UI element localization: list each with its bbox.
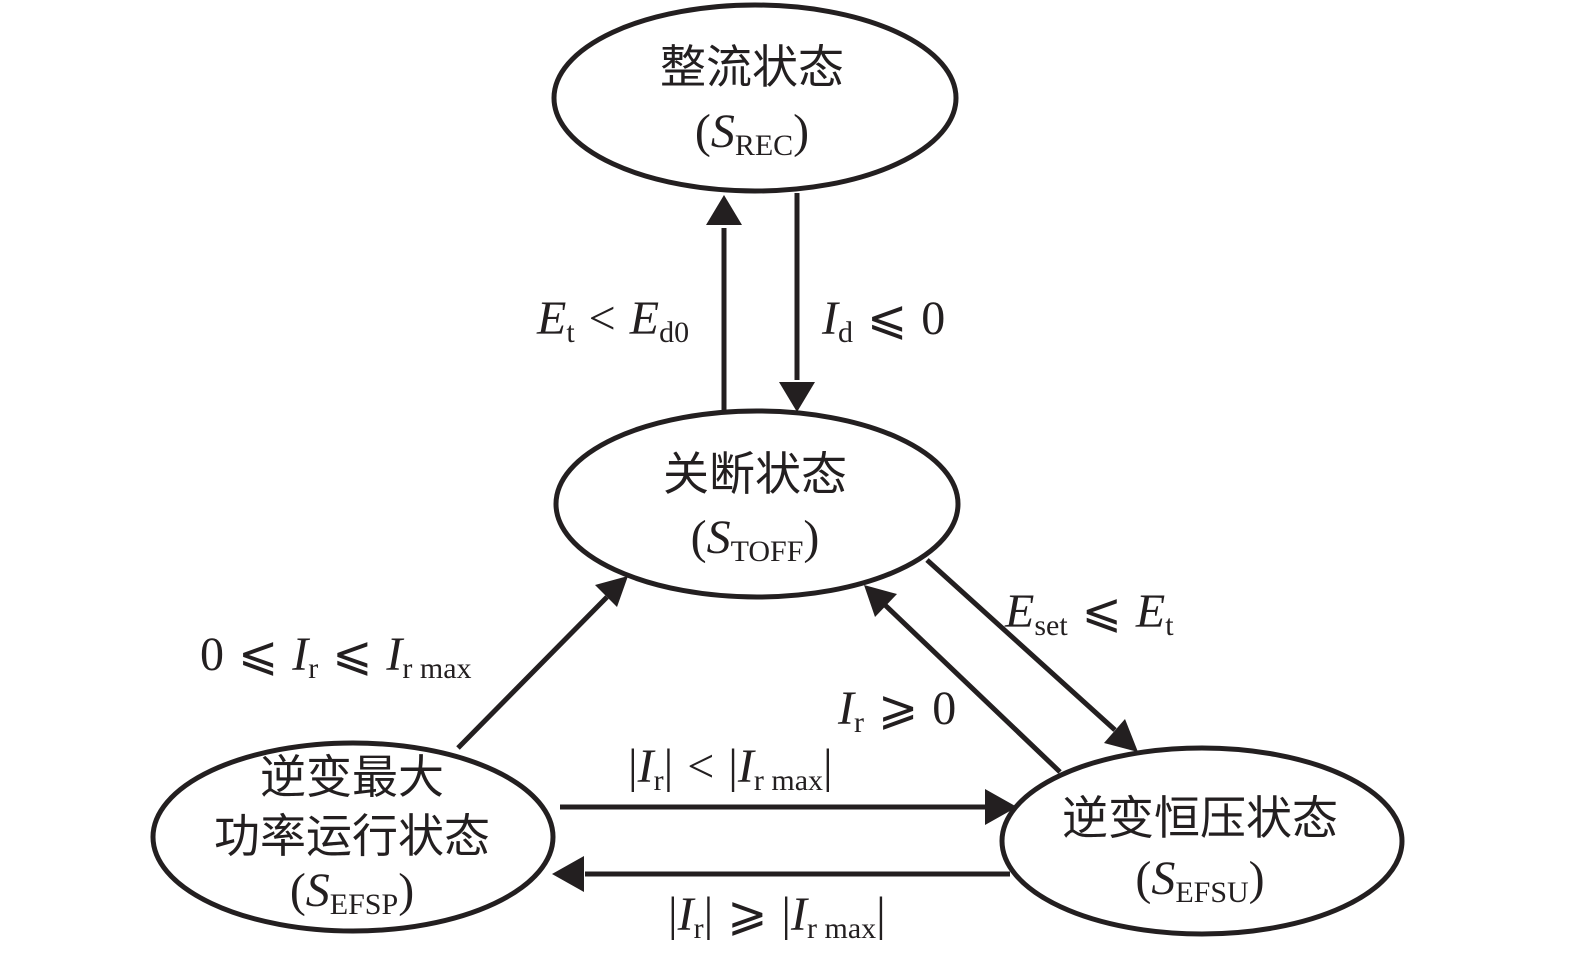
arrowhead-up-icon [706, 195, 742, 225]
state-efsp-name-line2: 功率运行状态 [214, 809, 490, 863]
arrowhead-diagonal-icon [1104, 719, 1138, 752]
state-rec[interactable]: 整流状态 (SREC) [551, 2, 959, 194]
label-efsp-to-efsu: |Ir|<|Ir max| [628, 740, 833, 797]
state-toff-symbol: (STOFF) [691, 511, 820, 568]
arrowhead-down-icon [779, 382, 815, 412]
edge-efsu-to-efsp [552, 856, 1010, 892]
state-efsu-symbol: (SEFSU) [1135, 852, 1264, 909]
arrowhead-diagonal-icon [595, 576, 628, 607]
state-efsp-name-line1: 逆变最大 [260, 750, 444, 804]
edge-efsp-to-efsu [560, 789, 1017, 825]
edge-toff-to-rec [706, 195, 742, 410]
edge-efsu-to-toff [864, 585, 1062, 774]
arrowhead-diagonal-icon [864, 585, 897, 617]
state-rec-symbol: (SREC) [695, 105, 809, 162]
state-toff[interactable]: 关断状态 (STOFF) [553, 408, 961, 600]
label-toff-to-rec: Et<Ed0 [536, 292, 689, 349]
state-efsu-name: 逆变恒压状态 [1062, 791, 1338, 845]
edge-toff-to-efsu [925, 558, 1138, 752]
label-efsp-to-toff: 0⩽Ir⩽Ir max [200, 628, 472, 685]
state-efsp-symbol: (SEFSP) [290, 864, 414, 921]
label-efsu-to-toff: Ir⩾0 [837, 682, 956, 739]
state-rec-name: 整流状态 [660, 40, 844, 94]
edge-rec-to-toff [779, 193, 815, 412]
label-toff-to-efsu: Eset⩽Et [1004, 585, 1174, 642]
label-efsu-to-efsp: |Ir|⩾|Ir max| [668, 888, 886, 945]
label-rec-to-toff: Id⩽0 [821, 292, 945, 349]
edge-efsp-to-toff [456, 576, 628, 750]
state-efsu[interactable]: 逆变恒压状态 (SEFSU) [999, 745, 1405, 937]
state-toff-name: 关断状态 [663, 447, 847, 501]
state-efsp[interactable]: 逆变最大 功率运行状态 (SEFSP) [150, 740, 556, 934]
arrowhead-left-icon [552, 856, 584, 892]
arrowhead-right-icon [985, 789, 1017, 825]
